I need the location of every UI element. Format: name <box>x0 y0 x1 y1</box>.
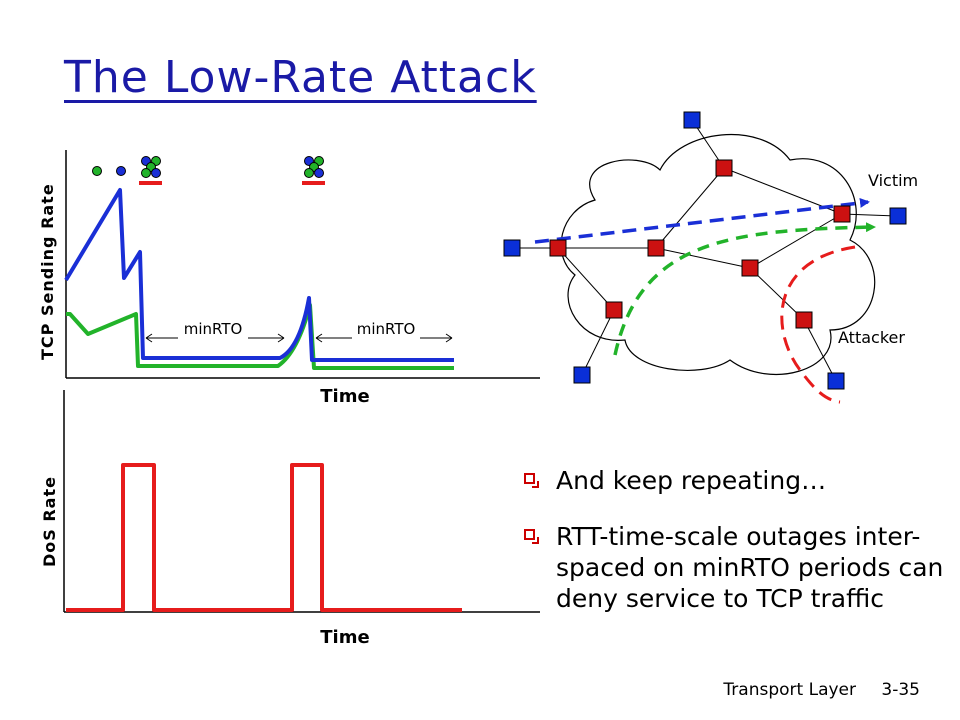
network-diagram: Victim Attacker <box>503 111 918 404</box>
router-node <box>549 239 567 257</box>
bullet-marker-icon <box>524 529 539 544</box>
slide-title: The Low-Rate Attack <box>64 52 537 103</box>
minrto-interval-1: minRTO <box>145 320 285 343</box>
host-node <box>827 372 845 390</box>
routers <box>549 159 851 329</box>
bullet-marker-icon <box>524 473 539 488</box>
host-node <box>683 111 701 129</box>
packet-cluster-2 <box>304 156 324 178</box>
top-x-axis-label: Time <box>320 386 369 407</box>
packet-dot-green <box>92 166 102 176</box>
minrto-label-1: minRTO <box>184 320 243 338</box>
router-node <box>833 205 851 223</box>
host-node <box>573 366 591 384</box>
footer-section: Transport Layer <box>723 680 856 700</box>
router-node <box>647 239 665 257</box>
bottom-y-axis-label: DoS Rate <box>40 476 59 567</box>
network-links <box>512 119 899 382</box>
router-node <box>795 311 813 329</box>
router-node <box>605 301 623 319</box>
blue-flow-arrow <box>534 197 870 244</box>
minrto-interval-2: minRTO <box>315 320 453 343</box>
bottom-x-axis-label: Time <box>320 627 369 648</box>
dos-rate-plot: DoS Rate Time <box>40 390 540 648</box>
tcp-rate-plot: TCP Sending Rate Time minRTO minRTO <box>38 150 540 407</box>
footer-page-number: 3-35 <box>881 680 920 700</box>
green-flow-arrow <box>613 222 876 356</box>
network-cloud <box>560 133 876 375</box>
packet-dot-blue <box>116 166 126 176</box>
slide-footer: Transport Layer 3-35 <box>723 680 920 700</box>
top-y-axis-label: TCP Sending Rate <box>38 183 57 360</box>
router-node <box>741 259 759 277</box>
bullet-text: RTT-time-scale outages inter-spaced on m… <box>556 522 944 613</box>
bullet-text: And keep repeating… <box>556 466 827 495</box>
router-node <box>715 159 733 177</box>
hosts <box>503 111 907 390</box>
blue-flow-line <box>64 188 454 362</box>
red-attack-flow <box>780 245 856 404</box>
host-node <box>889 207 907 225</box>
bullet-item: RTT-time-scale outages inter-spaced on m… <box>520 521 950 614</box>
minrto-label-2: minRTO <box>357 320 416 338</box>
host-node <box>503 239 521 257</box>
packet-cluster-1 <box>141 156 161 178</box>
dos-pulse-line <box>66 463 462 612</box>
bullet-list: And keep repeating… RTT-time-scale outag… <box>520 465 950 639</box>
bullet-item: And keep repeating… <box>520 465 950 496</box>
attacker-label: Attacker <box>838 328 905 347</box>
victim-label: Victim <box>868 171 918 190</box>
